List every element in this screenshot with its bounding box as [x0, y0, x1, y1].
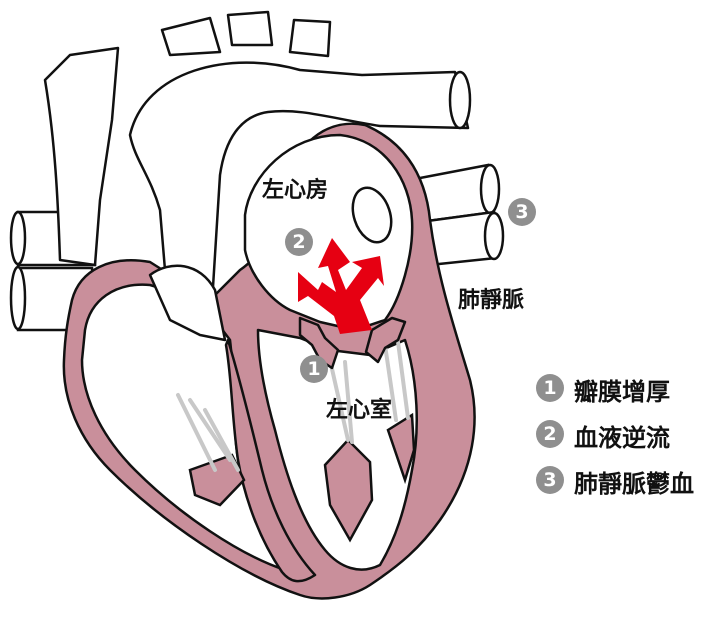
aortic-arch: [128, 61, 470, 337]
marker-1: 1: [300, 355, 328, 383]
aorta-branch-3: [288, 18, 332, 58]
chordae: [176, 340, 410, 472]
legend-badge-3: 3: [536, 466, 564, 494]
right-atrium-cavity: [148, 264, 227, 342]
septum: [224, 338, 317, 583]
mitral-leaflet-anterior: [298, 316, 340, 370]
legend-text-1: 瓣膜增厚: [574, 378, 670, 406]
papillary-muscles: [188, 412, 416, 543]
chord-6: [188, 398, 232, 462]
chord-3: [383, 343, 398, 422]
marker-3: 3: [508, 198, 536, 226]
chord-1: [328, 358, 350, 442]
left-vessel-upper-end: [9, 210, 27, 266]
chord-2: [343, 360, 354, 444]
pulmonary-veins-label: 肺靜脈: [458, 288, 525, 313]
pulmonary-vein-lower-end: [483, 211, 505, 261]
chord-4: [396, 340, 410, 420]
papillary-muscle-rv: [188, 453, 246, 507]
mitral-leaflet-posterior: [364, 316, 407, 364]
left-atrium-label: 左心房: [262, 178, 329, 203]
left-vessel-lower-end: [9, 265, 27, 331]
papillary-muscle-right: [386, 412, 416, 485]
regurgitation-arrow: [298, 238, 384, 334]
left-ventricle-label: 左心室: [326, 398, 393, 423]
pulmonary-vein-opening: [351, 186, 393, 244]
legend-badge-2: 2: [536, 420, 564, 448]
chord-7: [203, 408, 240, 472]
superior-vessel: [43, 46, 120, 267]
pulmonary-vein-upper-end: [479, 163, 501, 215]
aorta-branch-1: [160, 16, 222, 57]
aorta-branch-2: [226, 10, 274, 47]
chord-5: [176, 393, 217, 472]
legend-badge-1: 1: [536, 374, 564, 402]
legend-text-3: 肺靜脈鬱血: [574, 470, 694, 498]
aorta: [43, 10, 472, 337]
legend-text-2: 血液逆流: [574, 424, 670, 452]
marker-2: 2: [285, 228, 313, 256]
aorta-right-end: [448, 70, 472, 130]
mitral-valve: [298, 316, 407, 370]
